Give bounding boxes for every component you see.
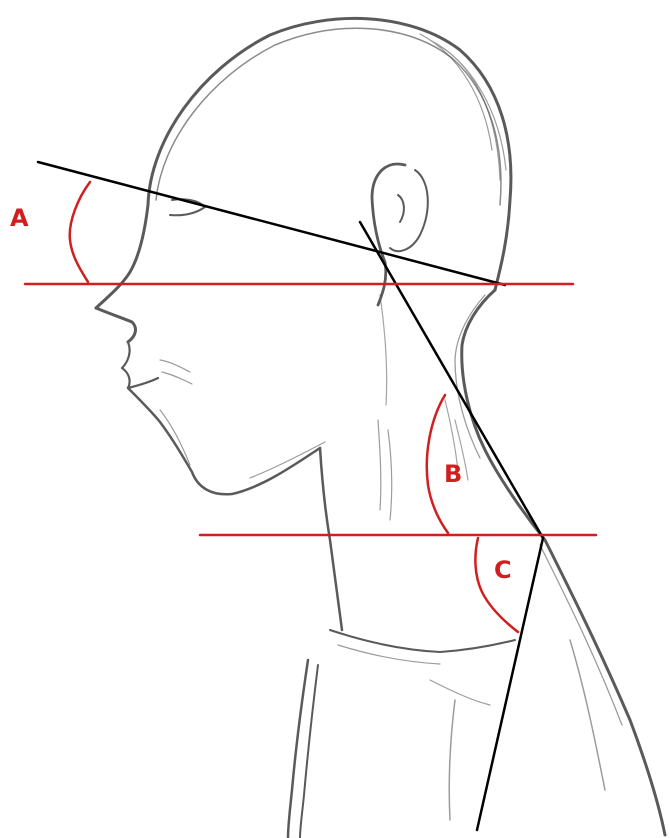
angle-label-b: B (444, 460, 462, 488)
angle-label-a: A (10, 204, 29, 232)
angle-label-c: C (494, 556, 512, 584)
